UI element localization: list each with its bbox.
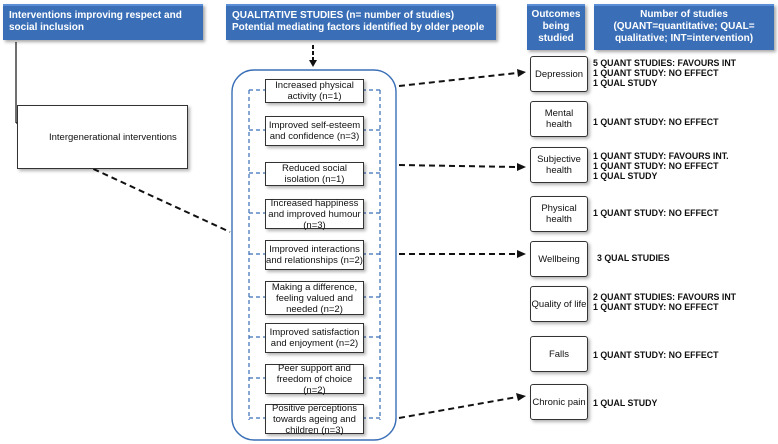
outcome-results: 5 QUANT STUDIES: FAVOURS INT 1 QUANT STU… bbox=[593, 58, 736, 88]
outcome-box: Physical health bbox=[530, 196, 588, 232]
result-line: 2 QUANT STUDIES: FAVOURS INT bbox=[593, 292, 737, 302]
container-rungs bbox=[249, 89, 380, 419]
number-of-studies-header-text: Number of studies (QUANT=quantitative; Q… bbox=[613, 9, 755, 44]
outcome-box-subjective-health: Subjective health bbox=[530, 147, 588, 183]
mediating-factor-text: Improved interactions and relationships … bbox=[266, 244, 363, 266]
mediating-factor-text: Making a difference, feeling valued and … bbox=[271, 281, 358, 315]
mediating-factor-text: Increased physical activity (n=1) bbox=[275, 80, 354, 102]
outcomes-header: Outcomes being studied bbox=[527, 4, 585, 50]
outcome-results: 3 QUAL STUDIES bbox=[597, 253, 670, 263]
mediating-factor: Increased physical activity (n=1) bbox=[265, 79, 364, 103]
mediating-factor-text: Increased happiness and improved humour … bbox=[268, 197, 361, 231]
outcome-results-subjective-health: 1 QUANT STUDY: FAVOURS INT. 1 QUANT STUD… bbox=[593, 151, 729, 181]
qualitative-header-text: QUALITATIVE STUDIES (n= number of studie… bbox=[232, 10, 485, 33]
mediating-factor-text: Reduced social isolation (n=1) bbox=[282, 163, 347, 185]
outcome-box: Wellbeing bbox=[530, 241, 588, 277]
mediating-factor: Positive perceptions towards ageing and … bbox=[265, 402, 364, 436]
result-line: 1 QUANT STUDY: FAVOURS INT. bbox=[593, 151, 729, 161]
outcome-label: Depression bbox=[534, 68, 584, 80]
number-of-studies-header: Number of studies (QUANT=quantitative; Q… bbox=[594, 4, 774, 50]
outcome-label: Wellbeing bbox=[538, 253, 580, 265]
result-line: 1 QUANT STUDY: NO EFFECT bbox=[593, 208, 719, 218]
mediating-factor: Making a difference, feeling valued and … bbox=[265, 281, 364, 315]
outcome-box: Chronic pain bbox=[530, 384, 588, 420]
result-line: 1 QUANT STUDY: NO EFFECT bbox=[593, 350, 719, 360]
mediating-factor: Reduced social isolation (n=1) bbox=[265, 162, 364, 186]
mediating-factor: Improved interactions and relationships … bbox=[265, 240, 364, 270]
outcome-box: Depression bbox=[530, 56, 588, 92]
mediating-factor: Peer support and freedom of choice (n=2) bbox=[265, 362, 364, 396]
outcome-label: Subjective health bbox=[537, 154, 581, 176]
outcome-results: 1 QUANT STUDY: NO EFFECT bbox=[593, 117, 718, 127]
mediating-factors-container bbox=[231, 69, 397, 441]
mediating-factor: Improved satisfaction and enjoyment (n=2… bbox=[265, 323, 364, 353]
outcome-box: Mental health bbox=[530, 101, 588, 137]
result-line: 1 QUANT STUDY: NO EFFECT bbox=[593, 117, 719, 127]
outcome-results: 2 QUANT STUDIES: FAVOURS INT 1 QUANT STU… bbox=[593, 292, 736, 312]
result-line: 3 QUAL STUDIES bbox=[597, 253, 670, 263]
qual-header-arrowhead bbox=[309, 60, 317, 67]
outcome-label: Mental health bbox=[544, 108, 574, 130]
outcome-label: Chronic pain bbox=[532, 396, 586, 408]
outcome-results: 1 QUANT STUDY: NO EFFECT bbox=[593, 350, 718, 360]
result-line: 1 QUANT STUDY: NO EFFECT bbox=[593, 68, 719, 78]
result-line: 1 QUAL STUDY bbox=[593, 78, 658, 88]
intervention-box: Intergenerational interventions bbox=[17, 105, 188, 169]
outcome-results: 1 QUAL STUDY bbox=[593, 398, 657, 408]
mediating-factor-text: Improved self-esteem and confidence (n=3… bbox=[268, 120, 361, 142]
result-line: 1 QUAL STUDY bbox=[593, 398, 658, 408]
outcome-box: Falls bbox=[530, 336, 588, 372]
result-line: 1 QUANT STUDY: NO EFFECT bbox=[593, 302, 719, 312]
outcome-arrowheads bbox=[516, 69, 526, 401]
result-line: 1 QUAL STUDY bbox=[593, 171, 658, 181]
intervention-box-text: Intergenerational interventions bbox=[49, 131, 177, 143]
outcome-results: 1 QUANT STUDY: NO EFFECT bbox=[593, 208, 718, 218]
mediating-factor-text: Improved satisfaction and enjoyment (n=2… bbox=[269, 327, 360, 349]
outcome-label: Physical health bbox=[541, 203, 577, 225]
qualitative-header: QUALITATIVE STUDIES (n= number of studie… bbox=[226, 4, 496, 40]
interventions-header: Interventions improving respect and soci… bbox=[3, 4, 203, 40]
mediating-factor-text: Peer support and freedom of choice (n=2) bbox=[276, 362, 353, 396]
outcome-box: Quality of life bbox=[530, 286, 588, 322]
outcome-label: Falls bbox=[548, 348, 570, 360]
result-line: 5 QUANT STUDIES: FAVOURS INT bbox=[593, 58, 737, 68]
outcome-label: Quality of life bbox=[531, 298, 587, 310]
mediating-factor-text: Positive perceptions towards ageing and … bbox=[271, 402, 358, 436]
result-line: 1 QUANT STUDY: NO EFFECT bbox=[593, 161, 719, 171]
mediating-factor: Increased happiness and improved humour … bbox=[265, 197, 364, 231]
mediating-factor: Improved self-esteem and confidence (n=3… bbox=[265, 116, 364, 146]
outcomes-header-text: Outcomes being studied bbox=[531, 9, 581, 44]
outcome-arrows bbox=[398, 72, 518, 419]
interventions-header-text: Interventions improving respect and soci… bbox=[9, 10, 182, 33]
